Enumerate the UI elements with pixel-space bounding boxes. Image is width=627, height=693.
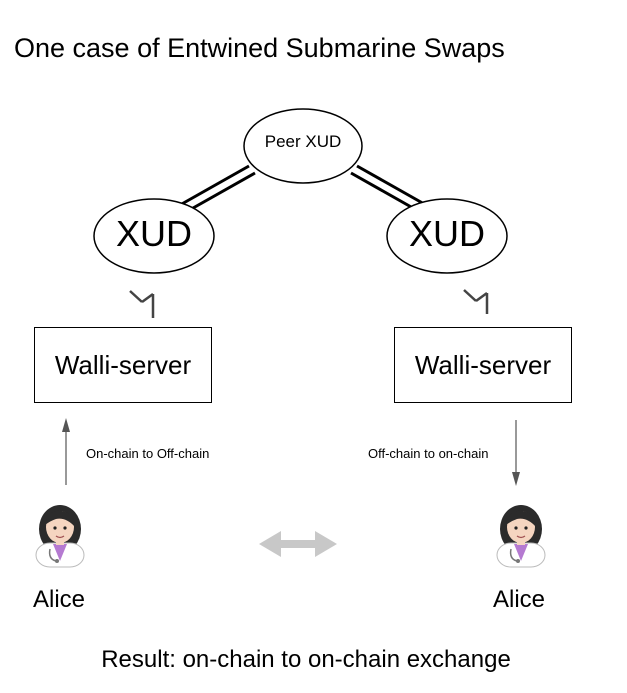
channel-left — [179, 164, 256, 214]
walli-server-right: Walli-server — [394, 327, 572, 403]
xud-node-right — [386, 198, 508, 274]
alice-avatar-left — [35, 505, 85, 568]
alice-avatar-right — [496, 505, 546, 568]
xud-right-label: XUD — [408, 213, 485, 254]
walli-server-left-label: Walli-server — [54, 349, 192, 380]
xud-node-left — [93, 198, 215, 274]
flow-label-left: On-chain to Off-chain — [86, 446, 210, 461]
link-symbol-right — [463, 289, 489, 314]
peer-xud-node — [243, 108, 363, 184]
up-arrow — [62, 418, 70, 485]
flow-label-right: Off-chain to on-chain — [368, 446, 489, 461]
xud-left-label: XUD — [115, 213, 192, 254]
peer-xud-label: Peer XUD — [264, 132, 342, 151]
down-arrow — [512, 420, 520, 486]
alice-label-left: Alice — [33, 586, 86, 613]
alice-label-right: Alice — [493, 586, 546, 613]
walli-server-right-label: Walli-server — [414, 349, 552, 380]
exchange-arrow — [259, 531, 337, 557]
result-caption: Result: on-chain to on-chain exchange — [101, 646, 511, 673]
diagram-title: One case of Entwined Submarine Swaps — [14, 33, 505, 63]
link-symbol-left — [129, 290, 155, 318]
channel-right — [350, 164, 427, 214]
walli-server-left: Walli-server — [34, 327, 212, 403]
